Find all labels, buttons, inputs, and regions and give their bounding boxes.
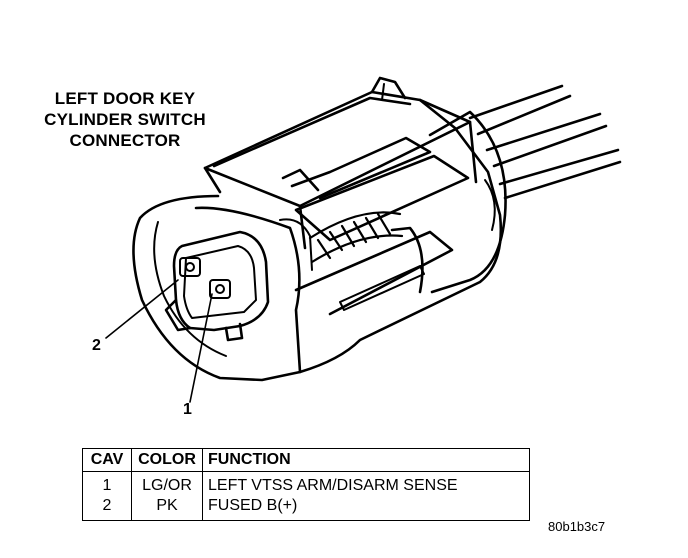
- row-1-color: LG/OR: [131, 471, 203, 496]
- title-line-1: LEFT DOOR KEY: [54, 89, 196, 108]
- locking-latch: [203, 90, 472, 208]
- header-color: COLOR: [131, 448, 203, 472]
- cavity-1: [209, 279, 231, 299]
- header-cav: CAV: [82, 448, 132, 472]
- callout-2-label: 2: [92, 337, 101, 354]
- callout-1-label: 1: [183, 401, 192, 418]
- title-line-3: CONNECTOR: [69, 131, 181, 150]
- table-row: 1 LG/OR LEFT VTSS ARM/DISARM SENSE: [82, 471, 530, 496]
- connector-housing: [132, 98, 503, 382]
- leader-line-2: [105, 279, 179, 339]
- wire-bundle: [468, 84, 622, 200]
- diagram-title: LEFT DOOR KEY CYLINDER SWITCH CONNECTOR: [20, 88, 230, 151]
- row-2-color: PK: [131, 496, 203, 521]
- leader-line-1: [189, 293, 213, 403]
- reference-code: 80b1b3c7: [548, 519, 606, 534]
- row-1-function: LEFT VTSS ARM/DISARM SENSE: [202, 471, 530, 496]
- table-row: 2 PK FUSED B(+): [82, 496, 530, 521]
- front-collar: [194, 206, 302, 374]
- row-1-cav: 1: [82, 471, 132, 496]
- header-function: FUNCTION: [202, 448, 530, 472]
- wire-boot: [428, 110, 507, 294]
- row-2-cav: 2: [82, 496, 132, 521]
- table-header-row: CAV COLOR FUNCTION: [82, 448, 530, 472]
- row-2-function: FUSED B(+): [202, 496, 530, 521]
- cavity-2: [179, 257, 201, 277]
- ribbed-neck: [308, 211, 404, 264]
- title-line-2: CYLINDER SWITCH: [44, 110, 206, 129]
- cavity-table: CAV COLOR FUNCTION 1 LG/OR LEFT VTSS ARM…: [82, 448, 530, 521]
